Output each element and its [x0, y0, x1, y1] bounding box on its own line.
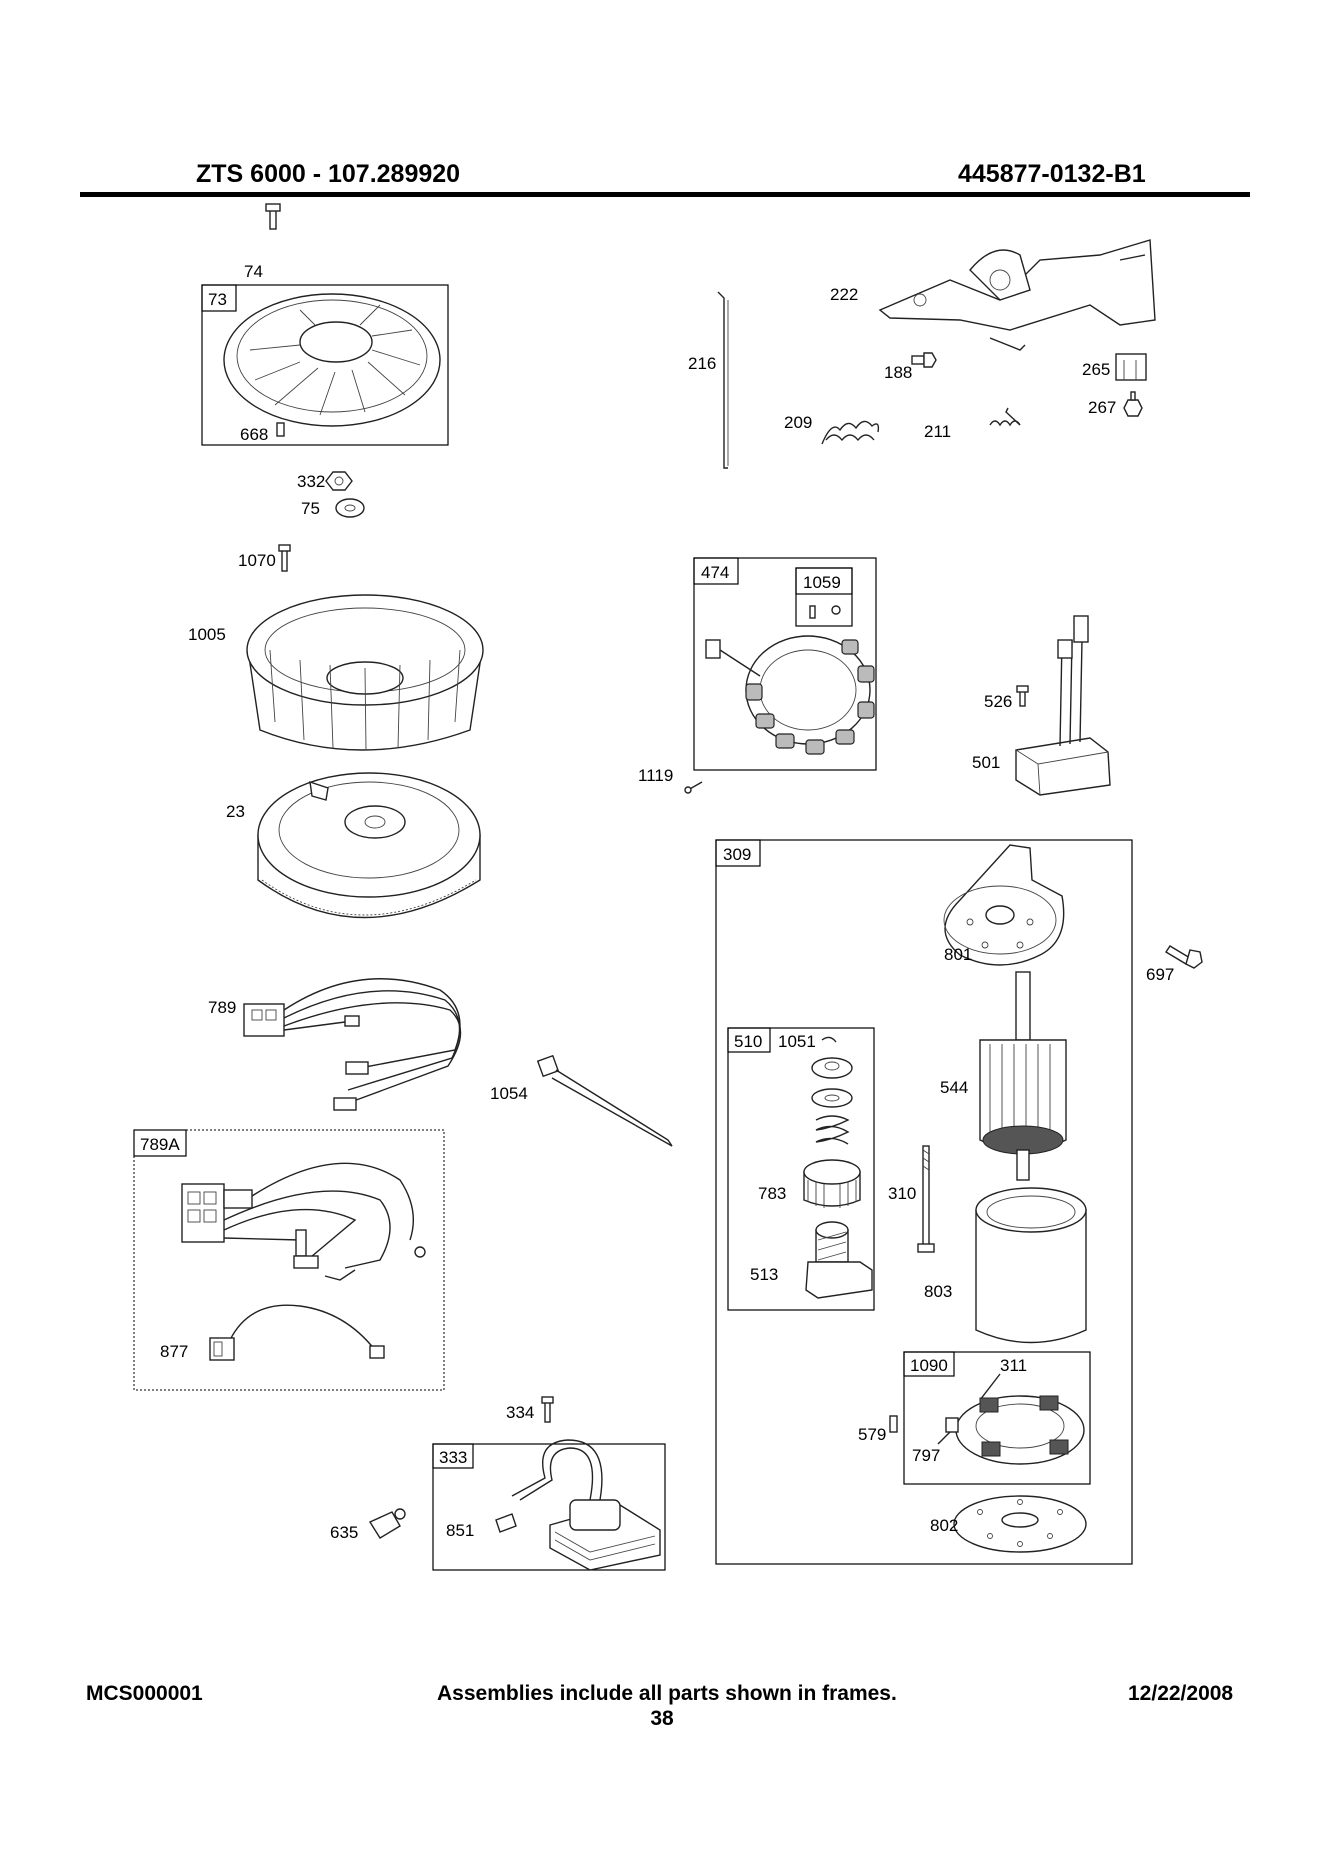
frame-309-label: 309	[723, 845, 751, 864]
bolt-74	[270, 209, 276, 229]
frame-333-label: 333	[439, 1448, 467, 1467]
label-1070: 1070	[238, 551, 276, 570]
wire-harness-789	[244, 979, 461, 1110]
label-501: 501	[972, 753, 1000, 772]
label-579: 579	[858, 1425, 886, 1444]
assembly-73: 73	[202, 204, 448, 445]
bolt-188	[912, 356, 924, 364]
assembly-474: 474 1059	[694, 558, 876, 770]
label-797: 797	[912, 1446, 940, 1465]
screw-1070	[282, 549, 287, 571]
label-877: 877	[160, 1342, 188, 1361]
label-789: 789	[208, 998, 236, 1017]
screw-579	[890, 1416, 897, 1432]
label-697: 697	[1146, 965, 1174, 984]
retaining-ring-1051	[822, 1037, 836, 1042]
label-803: 803	[924, 1282, 952, 1301]
label-265: 265	[1082, 360, 1110, 379]
screw-334	[545, 1402, 550, 1422]
label-75: 75	[301, 499, 320, 518]
label-802: 802	[930, 1516, 958, 1535]
label-851: 851	[446, 1521, 474, 1540]
label-310: 310	[888, 1184, 916, 1203]
flywheel-23	[258, 773, 480, 918]
screw-267	[1124, 400, 1142, 416]
page-number: 38	[0, 1707, 1324, 1731]
label-267: 267	[1088, 398, 1116, 417]
frame-1059-label: 1059	[803, 573, 841, 592]
spring-211	[990, 408, 1020, 425]
footer-note: Assemblies include all parts shown in fr…	[437, 1682, 897, 1706]
assembly-333: 333	[433, 1440, 665, 1570]
label-334: 334	[506, 1403, 534, 1422]
governor-control-222	[880, 240, 1155, 350]
label-1054: 1054	[490, 1084, 528, 1103]
frame-789A-label: 789A	[140, 1135, 180, 1154]
armature-544	[980, 972, 1066, 1180]
spring-209	[826, 435, 874, 440]
label-544: 544	[940, 1078, 968, 1097]
frame-474-label: 474	[701, 563, 729, 582]
governor-rod-216	[718, 292, 728, 468]
end-plate-802	[954, 1496, 1086, 1552]
label-209: 209	[784, 413, 812, 432]
label-188: 188	[884, 363, 912, 382]
ignition-armature	[512, 1440, 660, 1570]
brush-holder	[946, 1396, 1084, 1464]
label-332: 332	[297, 472, 325, 491]
label-216: 216	[688, 354, 716, 373]
label-1119: 1119	[638, 766, 673, 785]
frame-1090-label: 1090	[910, 1356, 948, 1375]
frame-510-label: 510	[734, 1032, 762, 1051]
stator	[706, 636, 874, 754]
label-513: 513	[750, 1265, 778, 1284]
clip-265	[1116, 354, 1146, 380]
regulator-501	[1016, 616, 1110, 795]
frame-73-label: 73	[208, 290, 227, 309]
spring-pinion	[816, 1116, 848, 1144]
label-635: 635	[330, 1523, 358, 1542]
label-668: 668	[240, 425, 268, 444]
label-526: 526	[984, 692, 1012, 711]
pin-668	[277, 423, 284, 436]
cooling-fan-1005	[247, 595, 483, 750]
label-783: 783	[758, 1184, 786, 1203]
label-801: 801	[944, 945, 972, 964]
label-222: 222	[830, 285, 858, 304]
drive-513	[806, 1222, 872, 1298]
cable-tie-1054	[538, 1056, 672, 1146]
label-1051: 1051	[778, 1032, 816, 1051]
wire-851	[496, 1514, 516, 1532]
pinion-gear-783	[804, 1160, 860, 1208]
housing-803	[976, 1188, 1086, 1343]
blower-housing	[224, 294, 440, 426]
label-311: 311	[1000, 1356, 1027, 1375]
nut-332	[326, 472, 352, 490]
assembly-309: 309 801 544 310 803	[716, 840, 1132, 1564]
label-1005: 1005	[188, 625, 226, 644]
label-74: 74	[244, 262, 263, 281]
washer-75	[336, 499, 364, 517]
footer-date: 12/22/2008	[1128, 1682, 1233, 1706]
footer-code: MCS000001	[86, 1682, 203, 1706]
label-23: 23	[226, 802, 245, 821]
label-211: 211	[924, 422, 951, 441]
